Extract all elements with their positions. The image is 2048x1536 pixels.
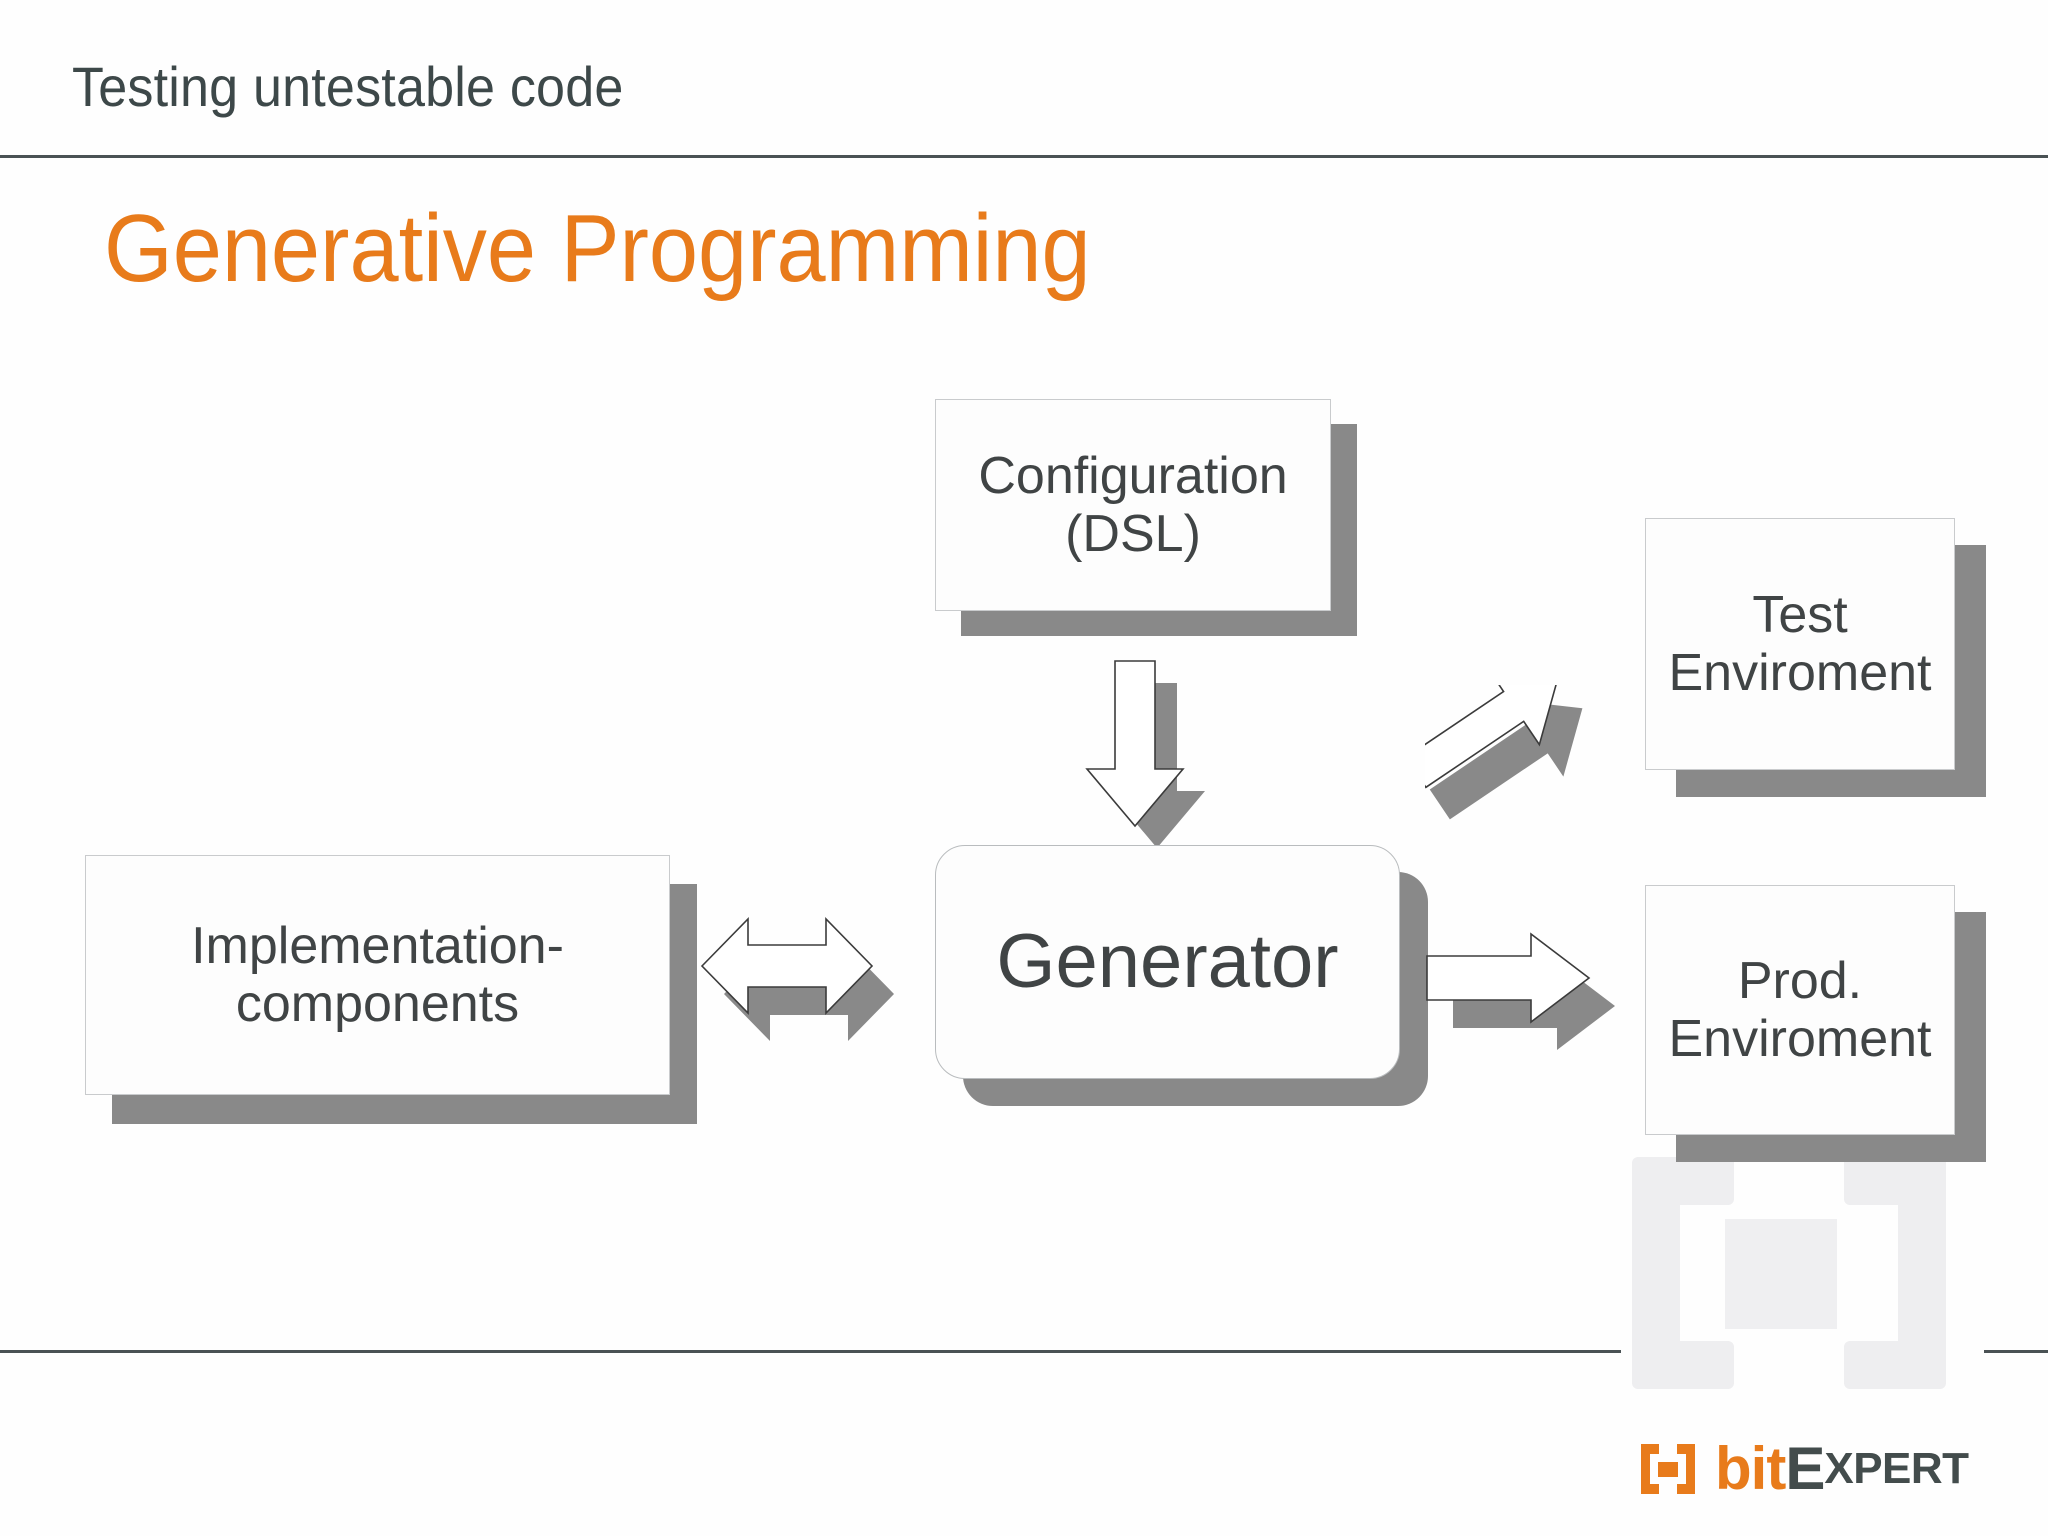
implementation-box-label: Implementation- components bbox=[191, 917, 564, 1033]
configuration-label-line2: (DSL) bbox=[1065, 505, 1201, 563]
generator-box-label: Generator bbox=[996, 919, 1339, 1005]
diagram-node-generator[interactable]: Generator bbox=[935, 845, 1400, 1079]
arrow-generator-to-prod-icon bbox=[1426, 932, 1615, 1050]
configuration-label-line1: Configuration bbox=[978, 446, 1288, 505]
implementation-label-line1: Implementation- bbox=[191, 916, 564, 975]
test-environment-label-line1: Test bbox=[1752, 585, 1848, 644]
bracket-square-watermark-icon bbox=[1632, 1157, 1946, 1389]
bracket-square-logo-icon bbox=[1641, 1444, 1695, 1494]
prod-environment-box-label: Prod. Enviroment bbox=[1669, 952, 1932, 1068]
page-title: Generative Programming bbox=[104, 195, 1091, 302]
implementation-label-line2: components bbox=[235, 975, 520, 1033]
diagram-node-test-environment[interactable]: Test Enviroment bbox=[1645, 518, 1955, 770]
test-environment-box-label: Test Enviroment bbox=[1669, 586, 1932, 702]
bitexpert-logo: bit E XPERT bbox=[1637, 1436, 1969, 1502]
slide-header: Testing untestable code bbox=[72, 55, 624, 118]
arrow-config-to-generator-icon bbox=[1085, 660, 1205, 848]
footer-divider-right bbox=[1984, 1350, 2048, 1353]
configuration-box-label: Configuration (DSL) bbox=[978, 447, 1287, 563]
diagram-node-implementation-components[interactable]: Implementation- components bbox=[85, 855, 670, 1095]
diagram-node-prod-environment[interactable]: Prod. Enviroment bbox=[1645, 885, 1955, 1135]
logo-word-e: E bbox=[1785, 1435, 1825, 1502]
diagram-node-configuration[interactable]: Configuration (DSL) bbox=[935, 399, 1331, 611]
logo-word-bit: bit bbox=[1715, 1435, 1786, 1502]
footer-divider-left bbox=[0, 1350, 1621, 1353]
prod-environment-label-line1: Prod. bbox=[1737, 951, 1863, 1010]
header-divider bbox=[0, 155, 2048, 158]
prod-environment-label-line2: Enviroment bbox=[1668, 1010, 1932, 1068]
test-environment-label-line2: Enviroment bbox=[1668, 644, 1932, 702]
logo-word-xpert: XPERT bbox=[1824, 1444, 1969, 1493]
arrow-generator-to-test-icon bbox=[1425, 685, 1583, 820]
arrow-implementation-generator-icon bbox=[700, 917, 894, 1041]
